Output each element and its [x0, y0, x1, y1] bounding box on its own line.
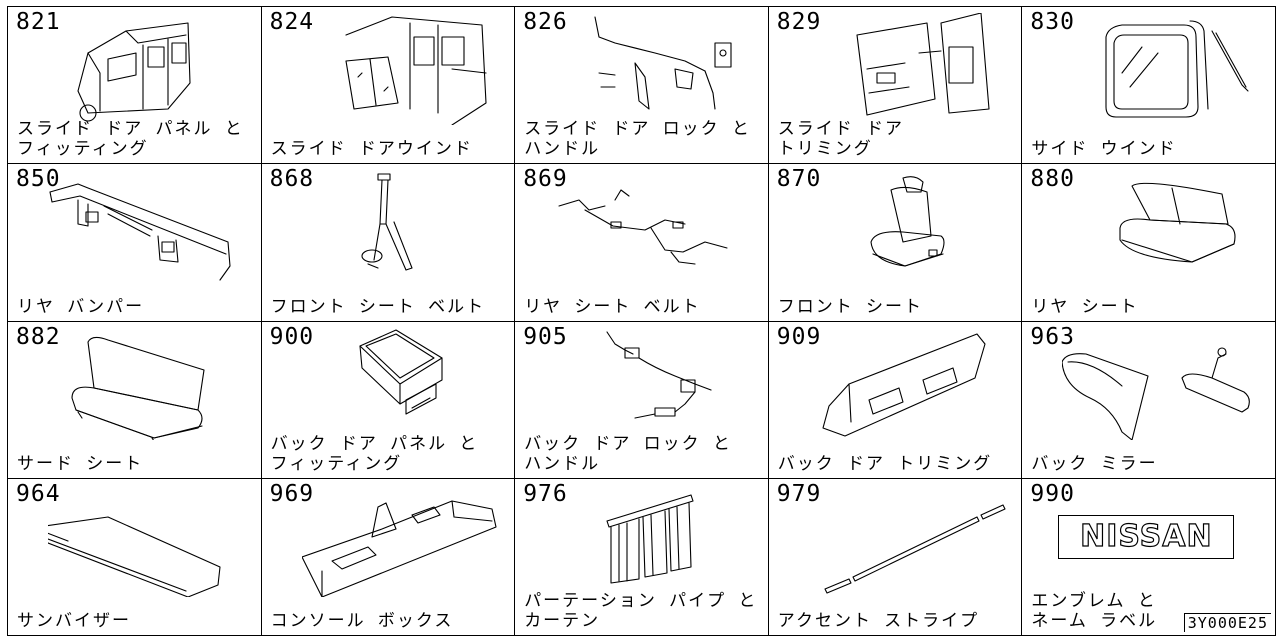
mirror-icon: [1061, 328, 1262, 441]
front-seat-belt-icon: [302, 170, 502, 282]
cell-979[interactable]: 979 アクセント ストライプ: [768, 478, 1023, 636]
section-code: 909: [776, 323, 822, 350]
console-box-icon: [301, 485, 502, 598]
section-code: 964: [16, 480, 61, 507]
section-code: 976: [523, 480, 568, 507]
cell-826[interactable]: 826 スライド ドア ロック と ハンドル: [515, 7, 769, 165]
diagram-reference-code: 3Y000E25: [1183, 613, 1271, 632]
section-code: 869: [523, 166, 568, 193]
rear-seat-icon: [1062, 170, 1262, 282]
section-label: スライド ドア パネル と フィッティング: [17, 119, 244, 160]
cell-868[interactable]: 868 フロント シート ベルト: [261, 164, 516, 322]
section-code: 880: [1030, 166, 1075, 193]
section-label: リヤ シート ベルト: [524, 296, 701, 317]
section-code: 969: [269, 480, 315, 507]
section-code: 868: [269, 166, 315, 193]
cell-821[interactable]: 821 スライド ドア パネル と フィッティング: [8, 7, 262, 165]
cell-976[interactable]: 976 パーテーション パイプ と カーテン: [515, 478, 769, 636]
nissan-emblem: NISSAN: [1058, 514, 1235, 559]
section-label: フロント シート ベルト: [270, 296, 486, 317]
side-window-icon: [1062, 13, 1262, 125]
cell-880[interactable]: 880 リヤ シート: [1022, 164, 1276, 322]
section-label: バック ドア トリミング: [777, 453, 993, 474]
section-label: アクセント ストライプ: [777, 611, 980, 631]
accent-stripe-icon: [809, 485, 1009, 597]
section-label: サイド ウインド: [1031, 139, 1177, 160]
section-code: 979: [776, 480, 822, 507]
cell-850[interactable]: 850 リヤ バンパー: [8, 164, 262, 322]
section-label: フロント シート: [777, 296, 924, 317]
section-code: 826: [523, 9, 568, 35]
sliding-door-lock-icon: [555, 13, 755, 125]
cell-990[interactable]: 990 NISSAN エンブレム と ネーム ラベル 3Y000E25: [1022, 478, 1276, 636]
cell-870[interactable]: 870 フロント シート: [768, 164, 1023, 322]
cell-964[interactable]: 964 サンバイザー: [8, 478, 262, 636]
section-code: 850: [16, 166, 61, 193]
section-code: 882: [16, 323, 61, 350]
cell-909[interactable]: 909 バック ドア トリミング: [768, 321, 1023, 479]
section-label: エンブレム と ネーム ラベル: [1031, 591, 1158, 631]
emblem-text: NISSAN: [1080, 519, 1213, 555]
section-label: スライド ドア トリミング: [777, 119, 905, 160]
front-seat-icon: [809, 170, 1009, 282]
third-seat-icon: [48, 328, 248, 445]
cell-830[interactable]: 830 サイド ウインド: [1022, 7, 1276, 165]
section-code: 963: [1030, 323, 1075, 350]
section-code: 821: [16, 9, 61, 35]
sun-visor-icon: [37, 485, 248, 598]
sliding-door-window-icon: [302, 13, 502, 126]
section-code: 905: [523, 323, 568, 350]
back-door-trim-icon: [809, 328, 1009, 440]
section-label: パーテーション パイプ と カーテン: [524, 591, 758, 631]
cell-900[interactable]: 900 バック ドア パネル と フィッティング: [261, 321, 516, 479]
section-label: リヤ バンパー: [17, 296, 145, 317]
section-code: 990: [1030, 480, 1075, 507]
back-door-panel-icon: [302, 328, 502, 440]
rear-bumper-icon: [48, 170, 248, 282]
section-code: 829: [776, 9, 822, 35]
sliding-door-panel-icon: [48, 13, 248, 125]
cell-882[interactable]: 882 サード シート: [8, 321, 262, 479]
back-door-lock-icon: [555, 328, 755, 440]
cell-829[interactable]: 829 スライド ドア トリミング: [768, 7, 1023, 165]
section-code: 830: [1030, 9, 1075, 35]
cell-963[interactable]: 963 バック ミラー: [1022, 321, 1276, 479]
section-label: コンソール ボックス: [270, 611, 454, 631]
parts-index-grid: 821 スライド ドア パネル と フィッティング 824: [7, 6, 1276, 636]
section-label: サンバイザー: [17, 611, 131, 631]
section-label: スライド ドア ロック と ハンドル: [524, 119, 751, 160]
section-code: 900: [269, 323, 315, 350]
cell-905[interactable]: 905 バック ドア ロック と ハンドル: [515, 321, 769, 479]
cell-969[interactable]: 969 コンソール ボックス: [261, 478, 516, 636]
section-label: バック ドア ロック と ハンドル: [524, 433, 732, 474]
section-code: 824: [269, 9, 315, 35]
section-label: スライド ドアウインド: [270, 139, 473, 160]
section-label: バック ドア パネル と フィッティング: [270, 433, 479, 474]
section-label: サード シート: [17, 453, 144, 474]
rear-seat-belt-icon: [555, 170, 755, 282]
sliding-door-trim-icon: [809, 12, 1009, 125]
partition-curtain-icon: [555, 485, 755, 597]
section-code: 870: [776, 166, 822, 193]
section-label: リヤ シート: [1031, 296, 1139, 317]
cell-824[interactable]: 824 スライド ドアウインド: [261, 7, 516, 165]
cell-869[interactable]: 869 リヤ シート ベルト: [515, 164, 769, 322]
section-label: バック ミラー: [1031, 453, 1158, 474]
